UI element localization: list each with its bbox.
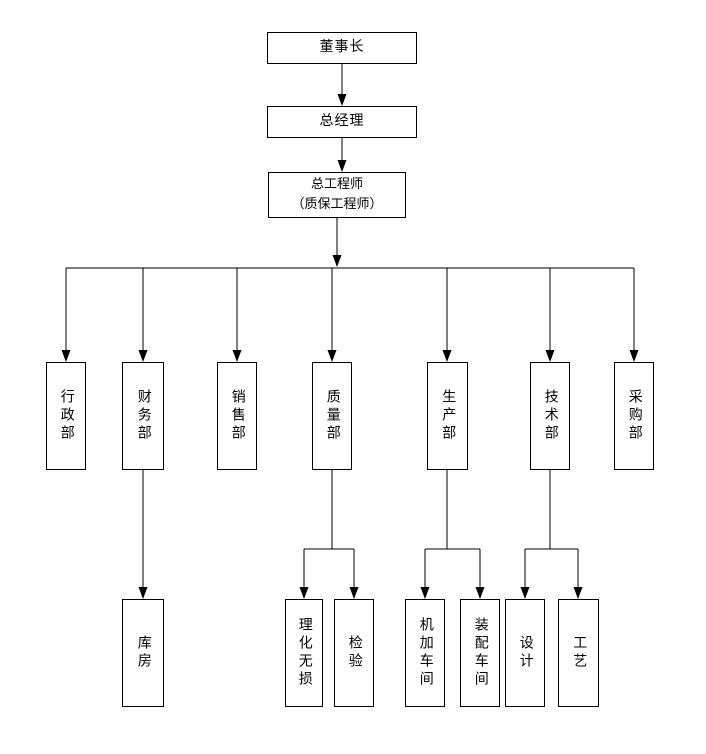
node-dept-technology: 技术部 xyxy=(530,362,570,470)
node-dept-finance: 财务部 xyxy=(122,362,164,470)
node-dept-quality: 质量部 xyxy=(312,362,352,470)
node-physchem-ndt: 理化无损 xyxy=(285,599,323,707)
chief-engineer-title: 总工程师 xyxy=(310,176,363,192)
node-chairman: 董事长 xyxy=(267,32,417,64)
node-dept-admin: 行政部 xyxy=(46,362,86,470)
node-machining-workshop: 机加车间 xyxy=(405,599,445,707)
node-chief-engineer: 总工程师 （质保工程师） xyxy=(268,172,406,218)
node-inspection: 检验 xyxy=(334,599,374,707)
node-dept-sales: 销售部 xyxy=(217,362,257,470)
node-dept-production: 生产部 xyxy=(427,362,468,470)
node-assembly-workshop: 装配车间 xyxy=(460,599,500,707)
chief-engineer-subtitle: （质保工程师） xyxy=(291,197,383,212)
node-warehouse: 库房 xyxy=(122,599,164,707)
node-dept-procurement: 采购部 xyxy=(614,362,654,470)
node-design: 设计 xyxy=(505,599,545,707)
node-general-manager: 总经理 xyxy=(267,106,417,138)
node-process: 工艺 xyxy=(558,599,599,707)
